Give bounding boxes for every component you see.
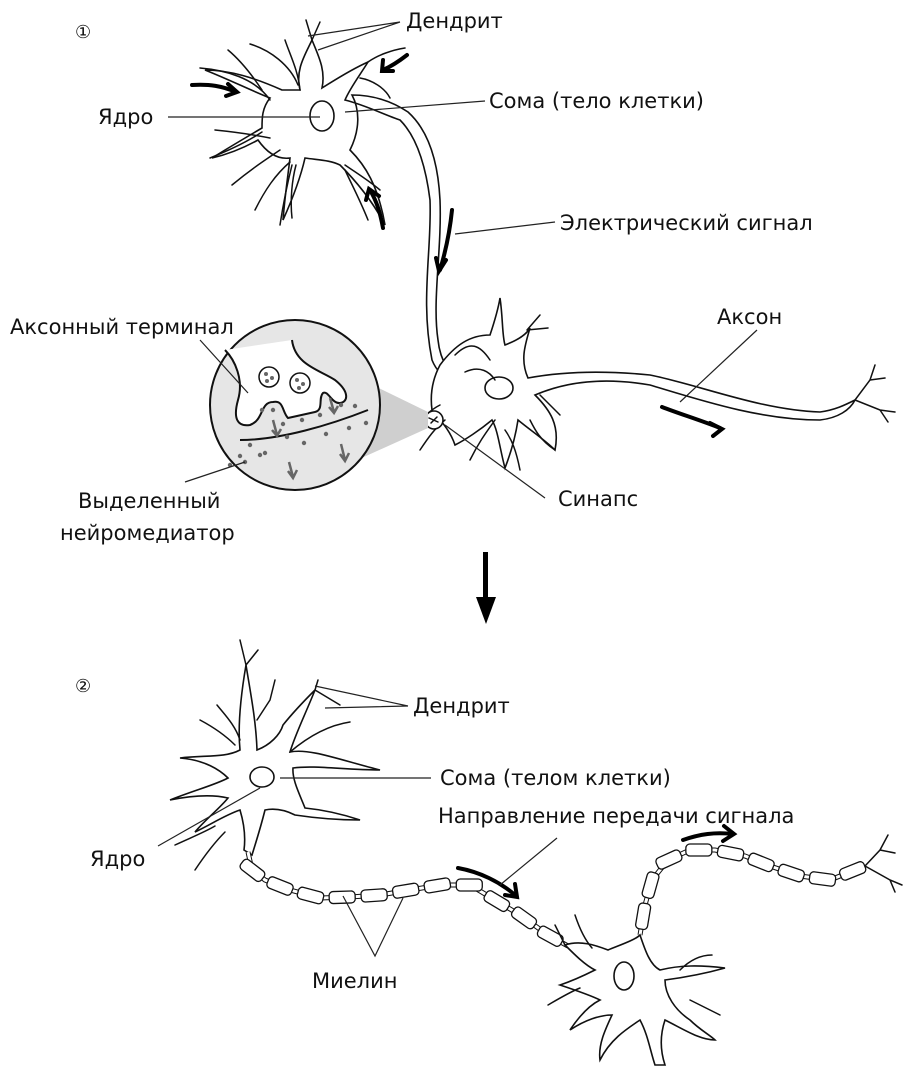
myelin-segment [536,925,564,947]
neuron-4 [547,834,903,1066]
label-synapse: Синапс [558,487,638,511]
myelin-segment [808,871,837,887]
axon-core [246,851,569,948]
neurotransmitter-dots [227,372,369,468]
signal-direction-arrow-2 [681,831,735,842]
neuron-4-soma [557,933,726,1066]
myelinated-axon-2 [635,843,867,936]
myelin-segment [635,902,652,931]
panel-1-leader-lines [168,21,758,499]
label-released-neurotransmitter-1: Выделенный [78,489,220,513]
myelin-segment [239,858,266,883]
label-dendrite-1: Дендрит [406,9,503,33]
input-arrow-left-head [224,82,241,98]
myelin-segment [716,844,745,862]
panel-1-number: ① [75,22,91,43]
label-signal-direction: Направление передачи сигнала [438,804,794,828]
myelin-segment [266,876,294,896]
label-axon-terminal: Аксонный терминал [10,315,234,339]
myelin-segment [360,888,388,903]
panel-2-leader-lines [157,685,558,958]
neuron-3 [169,639,381,871]
neuron-1-nucleus [309,100,335,132]
myelin-segment [455,878,483,892]
synapse-magnified [209,319,381,491]
label-axon: Аксон [717,305,782,329]
myelin-segment [296,886,325,905]
input-arrow-top-right [381,53,409,72]
neuron-3-nucleus [249,766,275,788]
label-soma-2: Сома (телом клетки) [440,766,671,790]
neuron-4-nucleus [613,961,635,991]
label-released-neurotransmitter-2: нейромедиатор [60,521,235,545]
myelin-segment [655,849,683,870]
neuron-2-soma [430,297,857,471]
label-dendrite-2: Дендрит [413,694,510,718]
label-nucleus-2: Ядро [90,847,145,871]
myelin-segment [641,871,660,900]
panel-2-number: ② [75,676,91,697]
label-myelin: Миелин [312,969,398,993]
myelin-segment [685,843,713,857]
neuron-2-nucleus [484,376,514,400]
myelin-segment [838,861,867,881]
neuron-1 [190,19,471,391]
neuron-2 [409,297,896,471]
myelin-segment [747,852,775,873]
neuron-3-soma [169,664,381,857]
axon-core [245,851,570,949]
myelin-segment [483,890,511,913]
myelinated-axon-1 [239,851,570,949]
signal-direction-arrow-1 [456,866,517,897]
myelin-segment [510,906,538,930]
label-nucleus-1: Ядро [98,105,153,129]
myelin-segment [777,863,806,883]
label-soma-1: Сома (тело клетки) [489,89,704,113]
myelin-segment [391,882,420,899]
label-electric-signal: Электрический сигнал [560,211,813,235]
transition-arrow [476,552,496,624]
myelin-segment [328,890,356,905]
myelin-segment [423,877,452,894]
